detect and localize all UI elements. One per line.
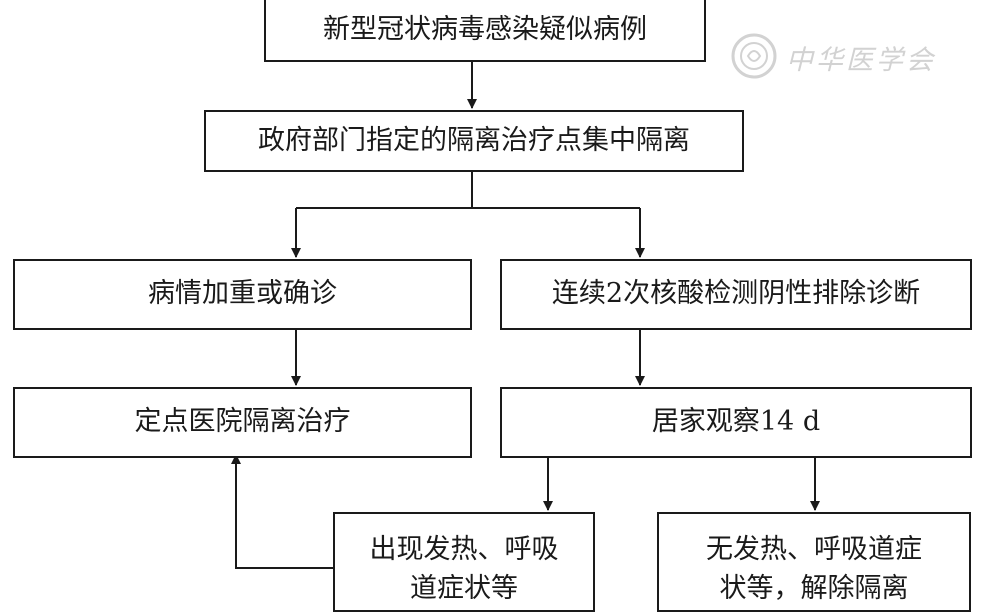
symptoms-appear-box: 出现发热、呼吸 道症状等 — [333, 512, 595, 612]
home-observation-box: 居家观察14 d — [500, 387, 972, 458]
two-negative-tests-box: 连续2次核酸检测阴性排除诊断 — [500, 259, 972, 330]
arrow-symptoms-to-hospital — [231, 454, 333, 569]
centralized-isolation-label: 政府部门指定的隔离治疗点集中隔离 — [258, 124, 690, 156]
centralized-isolation-box: 政府部门指定的隔离治疗点集中隔离 — [204, 110, 744, 172]
hospital-isolation-label: 定点医院隔离治疗 — [134, 406, 351, 438]
no-symptoms-line-2: 状等，解除隔离 — [719, 573, 909, 605]
watermark: 中华医学会 — [728, 30, 978, 90]
worsened-or-confirmed-box: 病情加重或确诊 — [13, 259, 472, 330]
symptoms-appear-line-2: 道症状等 — [410, 573, 518, 605]
suspected-case-label: 新型冠状病毒感染疑似病例 — [323, 13, 647, 45]
suspected-case-box: 新型冠状病毒感染疑似病例 — [264, 0, 706, 62]
no-symptoms-box: 无发热、呼吸道症 状等，解除隔离 — [657, 512, 971, 612]
seal-icon — [731, 33, 777, 79]
worsened-or-confirmed-label: 病情加重或确诊 — [148, 278, 337, 310]
flowchart-connectors — [231, 62, 820, 569]
no-symptoms-line-1: 无发热、呼吸道症 — [706, 534, 922, 565]
symptoms-appear-line-1: 出现发热、呼吸 — [369, 534, 559, 565]
two-negative-tests-label: 连续2次核酸检测阴性排除诊断 — [551, 278, 921, 310]
watermark-text: 中华医学会 — [786, 45, 936, 76]
hospital-isolation-box: 定点医院隔离治疗 — [13, 387, 472, 458]
home-observation-label: 居家观察14 d — [651, 406, 821, 438]
